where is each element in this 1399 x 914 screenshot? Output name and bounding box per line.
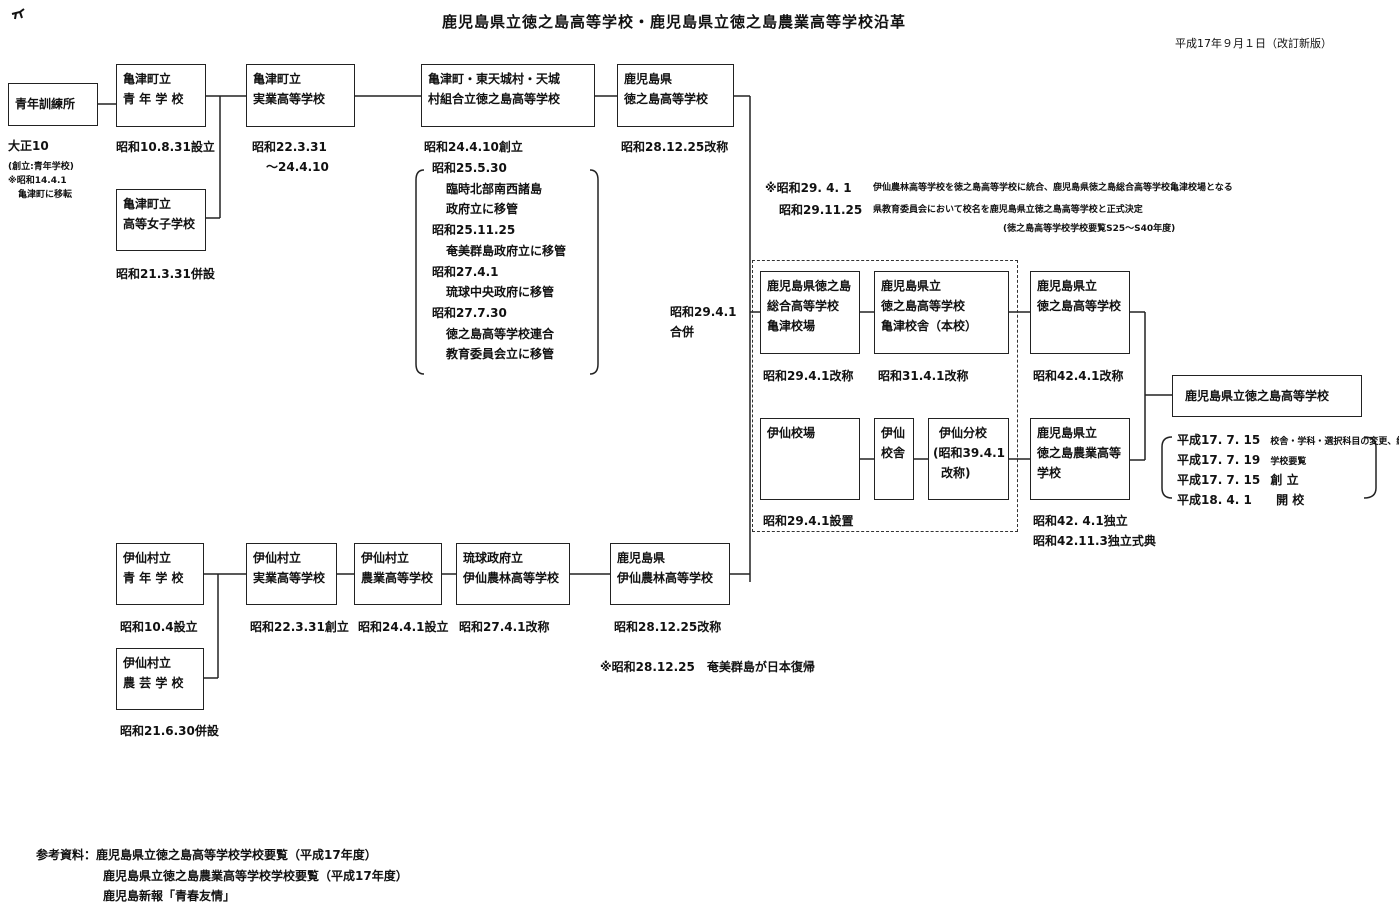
references: 参考資料：鹿児島県立徳之島高等学校学校要覧（平成17年度） 鹿児島県立徳之島農業… [36, 845, 408, 907]
box-isen-jitsugyo: 伊仙村立 実業高等学校 [246, 543, 337, 605]
note-fukki: ※昭和28.12.25 奄美群島が日本復帰 [600, 660, 815, 674]
note-showa29-b: 昭和29.11.25 [779, 203, 863, 217]
note-showa29-b-text: 県教育委員会において校名を鹿児島県立徳之島高等学校と正式決定 [873, 205, 1143, 215]
heisei-row: 平成17. 7. 19 学校要覧 [1177, 453, 1307, 467]
label-showa29-kaisho: 昭和29.4.1改称 [763, 369, 854, 383]
box-kametsu-jogakko: 亀津町立 高等女子学校 [116, 189, 206, 251]
label-showa21-kametsu: 昭和21.3.31併設 [116, 267, 215, 281]
box-isen-kosha: 伊仙 校舎 [874, 418, 914, 500]
box-sogo-kametsu: 鹿児島県徳之島 総合高等学校 亀津校場 [760, 271, 860, 354]
box-isen-koba: 伊仙校場 [760, 418, 860, 500]
box-kenritsu-tokunoshima: 鹿児島県立 徳之島高等学校 [1030, 271, 1130, 354]
reference-item: 鹿児島新報「青春友情」 [103, 889, 236, 903]
label-isen-showa28: 昭和28.12.25改称 [614, 620, 722, 634]
box-nogyo: 鹿児島県立 徳之島農業高等 学校 [1030, 418, 1130, 500]
box-final-school: 鹿児島県立徳之島高等学校 [1172, 375, 1362, 417]
label-showa24: 昭和24.4.10創立 [424, 140, 523, 154]
references-label: 参考資料： [36, 848, 97, 862]
label-isen-showa22: 昭和22.3.31創立 [250, 620, 349, 634]
note-showa29-a-text: 伊仙農林高等学校を徳之島高等学校に統合、鹿児島県徳之島総合高等学校亀津校場となる [873, 183, 1233, 193]
heisei-row: 平成17. 7. 15 校舎・学科・選択科目の変更、統合 [1177, 433, 1399, 447]
revision-date: 平成17年９月１日（改訂新版） [1175, 37, 1332, 50]
label-showa28: 昭和28.12.25改称 [621, 140, 729, 154]
box-kagoshima-isen: 鹿児島県 伊仙農林高等学校 [610, 543, 730, 605]
label-showa31-kaisho: 昭和31.4.1改称 [878, 369, 969, 383]
label-showa29-secchi: 昭和29.4.1設置 [763, 514, 854, 528]
heisei-notes: 平成17. 7. 15 校舎・学科・選択科目の変更、統合 平成17. 7. 19… [1177, 430, 1399, 510]
scan-mark [11, 8, 25, 20]
label-showa10-kametsu: 昭和10.8.31設立 [116, 140, 215, 154]
label-showa42-dokuritsu: 昭和42. 4.1独立 昭和42.11.3独立式典 [1033, 514, 1156, 548]
reference-item: 鹿児島県立徳之島農業高等学校学校要覧（平成17年度） [103, 868, 408, 883]
box-kametsu-seinen-gakko: 亀津町立 青 年 学 校 [116, 64, 206, 127]
reference-item: 鹿児島県立徳之島高等学校学校要覧（平成17年度） [96, 848, 377, 862]
showa29-merge-region [752, 260, 1018, 532]
box-kumiai-tokunoshima: 亀津町・東天城村・天城 村組合立徳之島高等学校 [421, 64, 595, 127]
box-isen-nogyo: 伊仙村立 農業高等学校 [354, 543, 442, 605]
label-gappei: 昭和29.4.1 合併 [670, 305, 737, 339]
page-title: 鹿児島県立徳之島高等学校・鹿児島県立徳之島農業高等学校沿革 [442, 13, 907, 31]
box-ryukyu-isen: 琉球政府立 伊仙農林高等学校 [456, 543, 570, 605]
box-seinen-kunrenjo: 青年訓練所 [8, 83, 98, 126]
label-isen-showa21: 昭和21.6.30併設 [120, 724, 219, 738]
box-kametsu-jitsugyo: 亀津町立 実業高等学校 [246, 64, 355, 127]
heisei-row: 平成17. 7. 15 創 立 [1177, 473, 1299, 487]
label-isen-showa27: 昭和27.4.1改称 [459, 620, 550, 634]
box-tokunoshima-kametsu: 鹿児島県立 徳之島高等学校 亀津校舎（本校） [874, 271, 1009, 354]
label-showa22-kametsu: 昭和22.3.31 〜24.4.10 [252, 140, 329, 174]
label-taisho-notes: (創立:青年学校) ※昭和14.4.1 亀津町に移転 [8, 162, 74, 200]
box-kagoshima-tokunoshima: 鹿児島県 徳之島高等学校 [617, 64, 734, 127]
heisei-row: 平成18. 4. 1 開 校 [1177, 493, 1305, 507]
label-isen-showa24: 昭和24.4.1設立 [358, 620, 449, 634]
label-bracket-notes: 昭和25.5.30 臨時北部南西諸島 政府立に移管 昭和25.11.25 奄美群… [432, 161, 567, 362]
note-showa29-c: (徳之島高等学校学校要覧S25〜S40年度) [1003, 224, 1176, 234]
box-isen-bunko: 伊仙分校 (昭和39.4.1 改称) [928, 418, 1009, 500]
note-showa29-a: ※昭和29. 4. 1 [765, 181, 852, 195]
box-isen-seinen: 伊仙村立 青 年 学 校 [116, 543, 204, 605]
label-isen-showa10: 昭和10.4設立 [120, 620, 198, 634]
box-isen-nogei: 伊仙村立 農 芸 学 校 [116, 648, 204, 710]
label-taisho: 大正10 [8, 139, 49, 153]
label-showa42-kaisho: 昭和42.4.1改称 [1033, 369, 1124, 383]
